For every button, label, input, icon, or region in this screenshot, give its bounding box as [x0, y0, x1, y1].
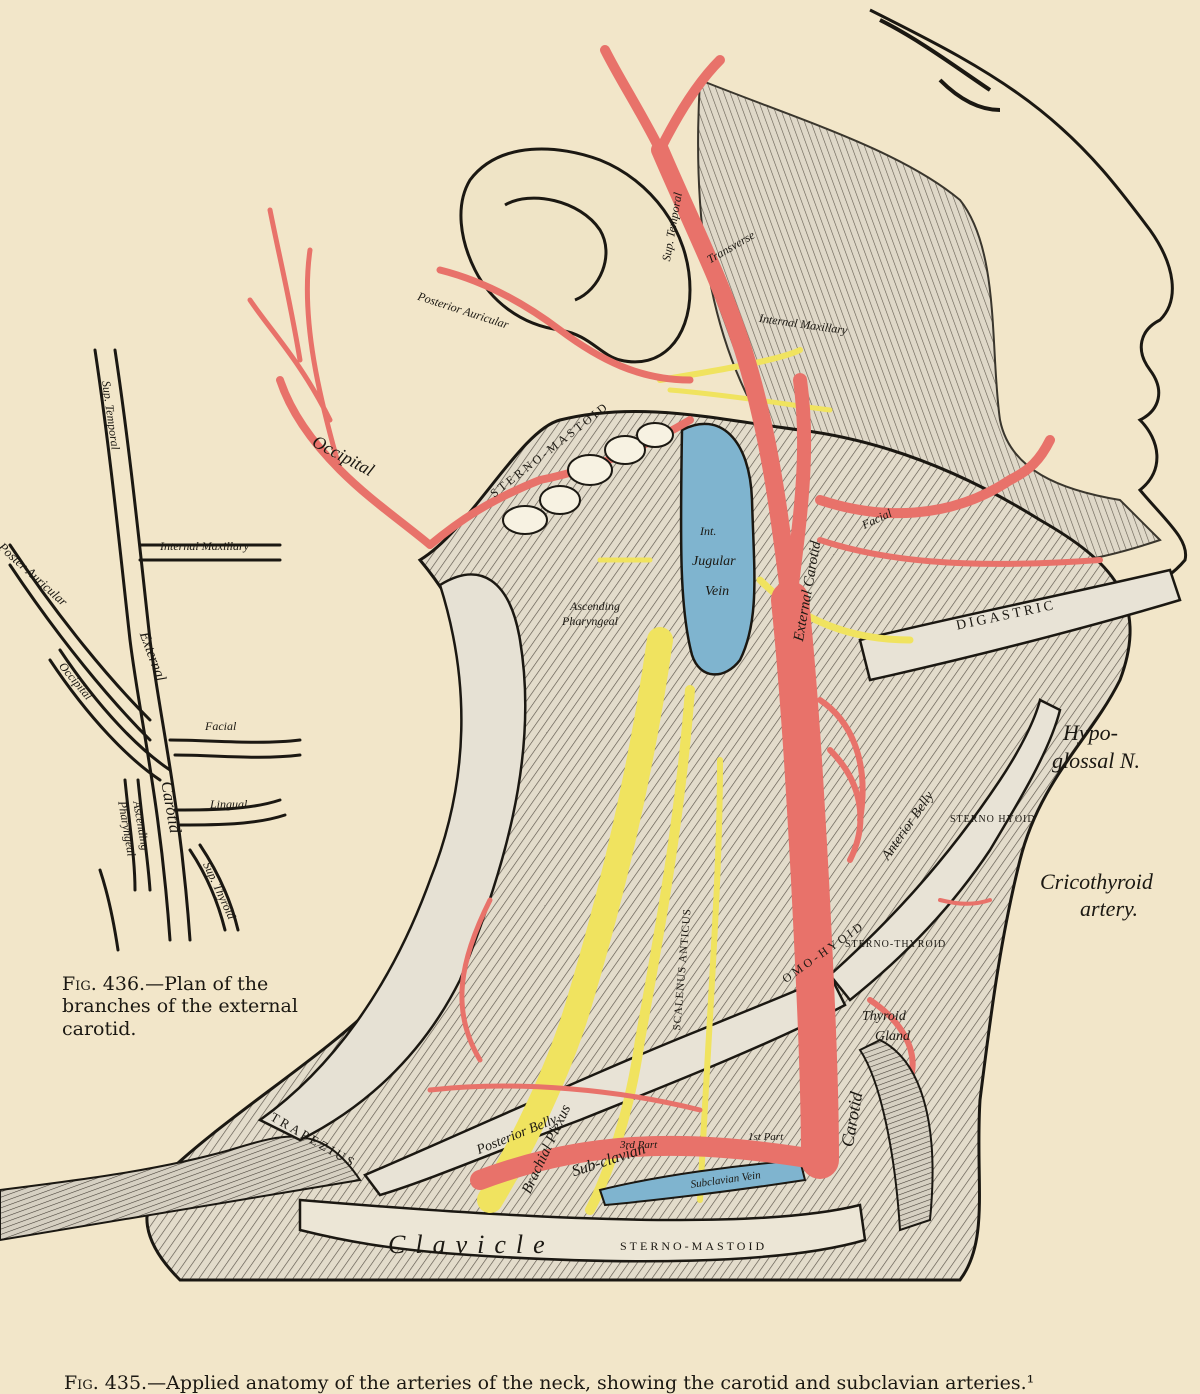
label-first-part: 1st Part	[748, 1131, 784, 1143]
occipital-branches	[247, 207, 343, 473]
subclavian-artery	[470, 1135, 830, 1190]
label-int-jugular-3: Vein	[705, 584, 730, 599]
label-hypoglossal-1: Hypo-	[1063, 720, 1118, 745]
mastoid-lobules	[502, 422, 674, 535]
label-hypoglossal-2: glossal N.	[1052, 748, 1141, 773]
inset-label-lingual: Lingual	[210, 797, 248, 811]
sterno-mastoid-muscle	[257, 573, 527, 1142]
ear	[459, 147, 692, 364]
label-sterno-mastoid-lower: STERNO-MASTOID	[620, 1239, 768, 1253]
caption-fig-436: Fig. 436.—Plan of the branches of the ex…	[62, 973, 322, 1040]
lingual-artery	[817, 537, 1103, 567]
omo-hyoid-anterior	[828, 698, 1062, 1002]
label-sterno-thyroid: STERNO-THYROID	[845, 939, 947, 950]
internal-jugular-vein	[679, 422, 756, 676]
caption-fig-435: Fig. 435.—Applied anatomy of the arterie…	[64, 1372, 1034, 1394]
label-clavicle: Clavicle	[388, 1230, 555, 1259]
label-sterno-hyoid: STERNO HYOID	[950, 814, 1036, 825]
external-carotid	[651, 141, 799, 609]
facial-artery	[815, 435, 1055, 519]
cricothyroid-artery	[938, 898, 992, 906]
internal-carotid	[783, 373, 812, 607]
label-cricothyroid-2: artery.	[1080, 896, 1139, 921]
label-int-jugular-1: Int.	[700, 524, 717, 538]
inset-label-internal-maxillary: Internal Maxillary	[160, 539, 249, 553]
label-int-jugular-2: Jugular	[692, 554, 736, 569]
eyebrow	[879, 18, 1001, 112]
clavicle-bone	[298, 1198, 867, 1263]
transverse-cervical	[427, 897, 703, 1113]
external-carotid-plan-diagram	[8, 348, 302, 952]
caption-fig-435-number: Fig. 435.	[64, 1372, 148, 1394]
sup-temporal-artery	[600, 45, 725, 155]
caption-fig-435-text: —Applied anatomy of the arteries of the …	[147, 1372, 1035, 1394]
label-ascending-pharyngeal-2: Pharyngeal	[562, 614, 618, 628]
digastric-muscle	[858, 568, 1182, 682]
caption-fig-436-number: Fig. 436.	[62, 973, 146, 995]
label-cricothyroid-1: Cricothyroid	[1040, 869, 1153, 894]
label-thyroid-gland-1: Thyroid	[862, 1009, 906, 1024]
posterior-auricular-artery	[436, 266, 694, 384]
face-outline	[869, 8, 1188, 642]
label-third-part: 3rd Part	[620, 1139, 658, 1151]
shoulder-outline	[0, 1135, 362, 1242]
arteries	[247, 45, 1103, 1190]
common-carotid	[771, 581, 839, 1179]
inset-label-facial: Facial	[205, 719, 237, 733]
label-thyroid-gland-2: Gland	[875, 1029, 910, 1044]
larynx-trachea	[858, 1038, 934, 1232]
subclavian-vein	[598, 1158, 807, 1207]
label-ascending-pharyngeal-1: Ascending	[570, 599, 620, 613]
caption-fig-436-text: —Plan of the branches of the external ca…	[62, 973, 298, 1040]
